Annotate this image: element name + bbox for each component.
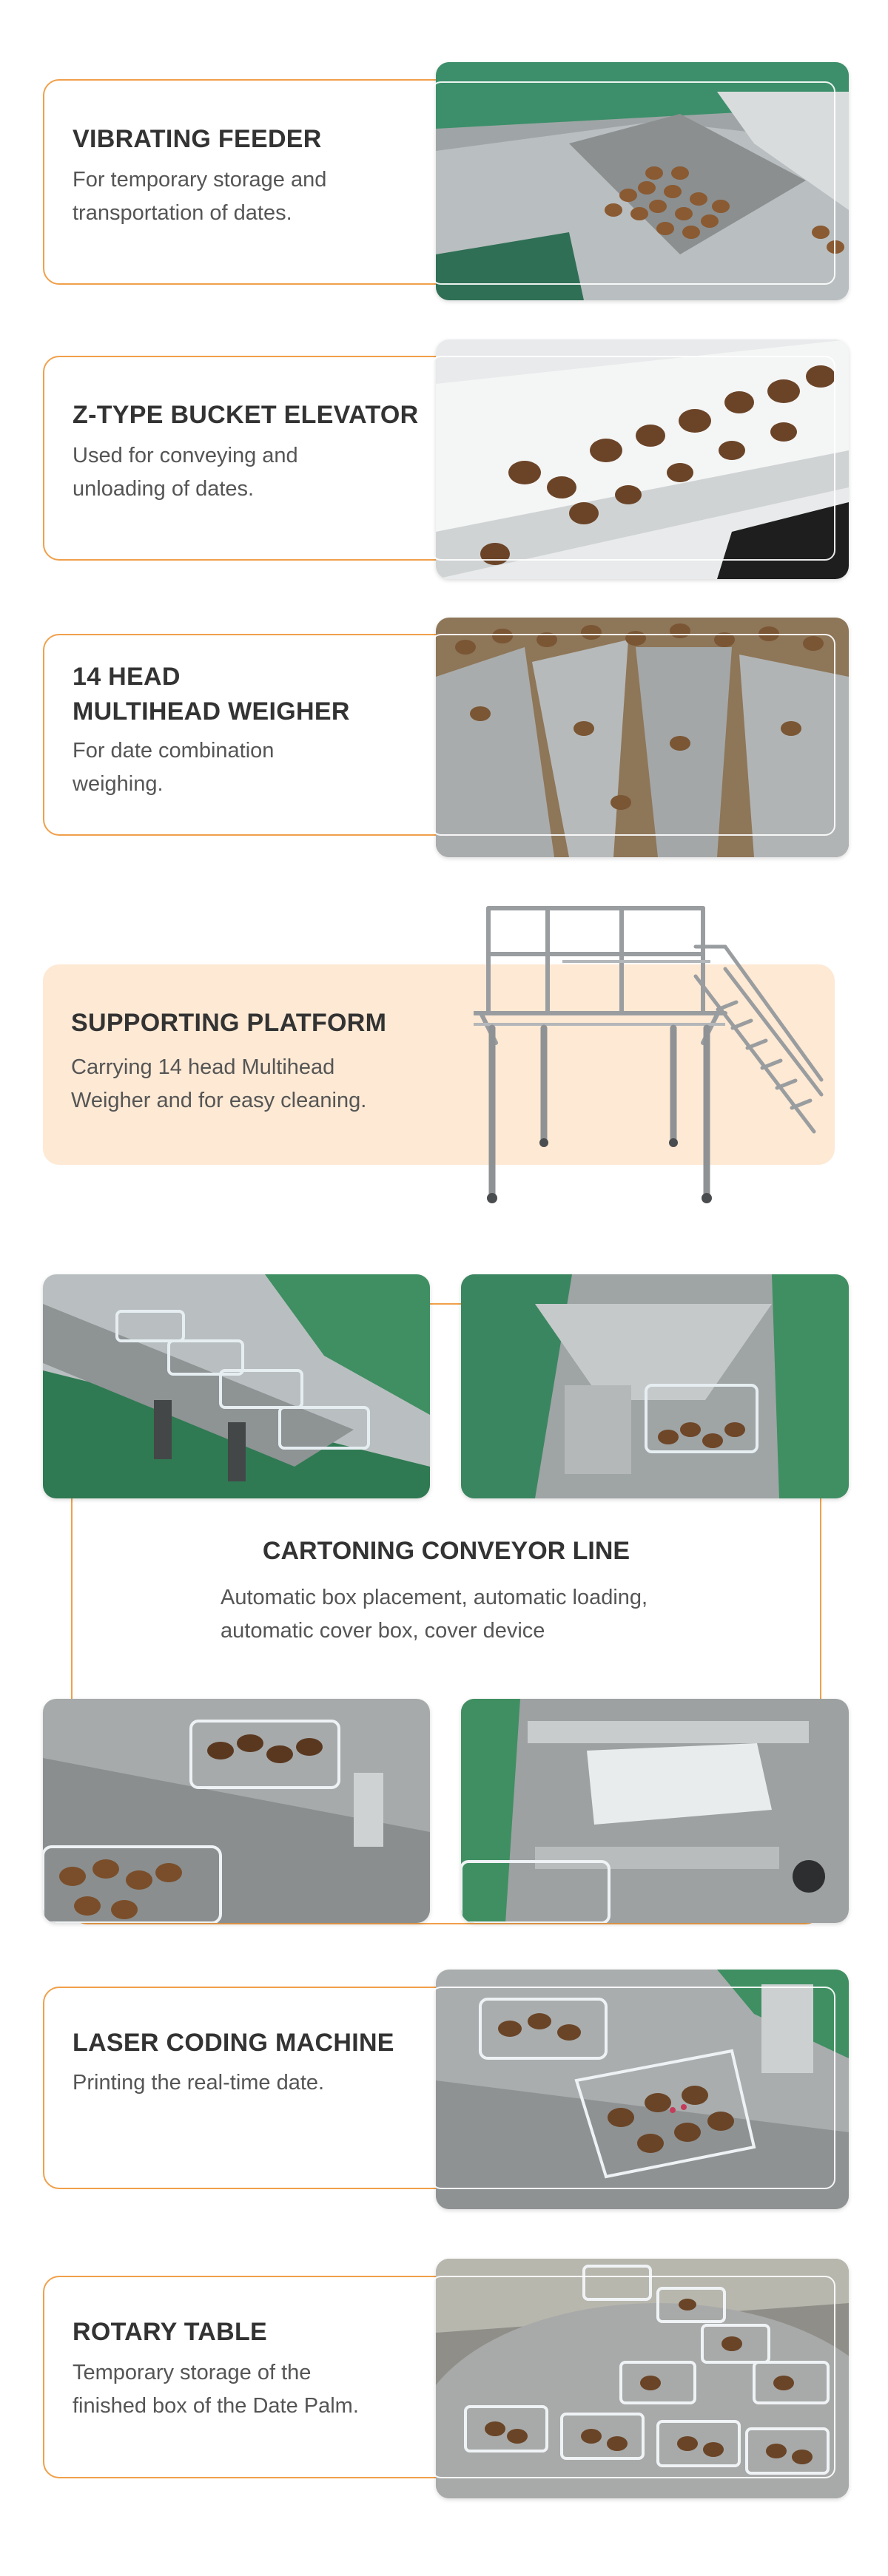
bucket-elevator-title: Z-TYPE BUCKET ELEVATOR — [73, 401, 419, 429]
vibrating-feeder-photo — [436, 62, 849, 300]
vibrating-feeder-desc-line1: For temporary storage and — [73, 168, 327, 192]
multihead-weigher-title-line1: 14 HEAD — [73, 663, 181, 691]
bucket-elevator-desc-line2: unloading of dates. — [73, 477, 255, 501]
cartoning-line-desc-line2: automatic cover box, cover device — [221, 1619, 545, 1643]
rotary-table-photo — [436, 2259, 849, 2498]
cartoning-photo-top-left — [43, 1274, 430, 1498]
laser-coding-desc-line1: Printing the real-time date. — [73, 2071, 325, 2095]
multihead-weigher-title-line2: MULTIHEAD WEIGHER — [73, 697, 350, 726]
multihead-weigher-desc-line1: For date combination — [73, 739, 275, 763]
vibrating-feeder-title: VIBRATING FEEDER — [73, 125, 322, 153]
cartoning-line-desc-line1: Automatic box placement, automatic loadi… — [221, 1586, 648, 1609]
laser-coding-photo — [436, 1970, 849, 2209]
vibrating-feeder-desc-line2: transportation of dates. — [73, 201, 292, 225]
laser-coding-title: LASER CODING MACHINE — [73, 2029, 394, 2057]
rotary-table-title: ROTARY TABLE — [73, 2318, 267, 2346]
multihead-weigher-photo — [436, 618, 849, 857]
cartoning-line-frame — [71, 1303, 821, 1924]
bucket-elevator-photo — [436, 339, 849, 579]
rotary-table-desc-line1: Temporary storage of the — [73, 2361, 312, 2384]
rotary-table-desc-line2: finished box of the Date Palm. — [73, 2394, 359, 2418]
cartoning-line-title: CARTONING CONVEYOR LINE — [262, 1537, 630, 1565]
supporting-platform-title: SUPPORTING PLATFORM — [71, 1009, 387, 1037]
cartoning-photo-bottom-left — [43, 1699, 430, 1923]
supporting-platform-illustration — [471, 902, 829, 1213]
supporting-platform-desc-line2: Weigher and for easy cleaning. — [71, 1089, 367, 1112]
bucket-elevator-desc-line1: Used for conveying and — [73, 444, 298, 467]
cartoning-photo-bottom-right — [461, 1699, 849, 1923]
cartoning-photo-top-right — [461, 1274, 849, 1498]
supporting-platform-desc-line1: Carrying 14 head Multihead — [71, 1055, 335, 1079]
multihead-weigher-desc-line2: weighing. — [73, 772, 164, 796]
